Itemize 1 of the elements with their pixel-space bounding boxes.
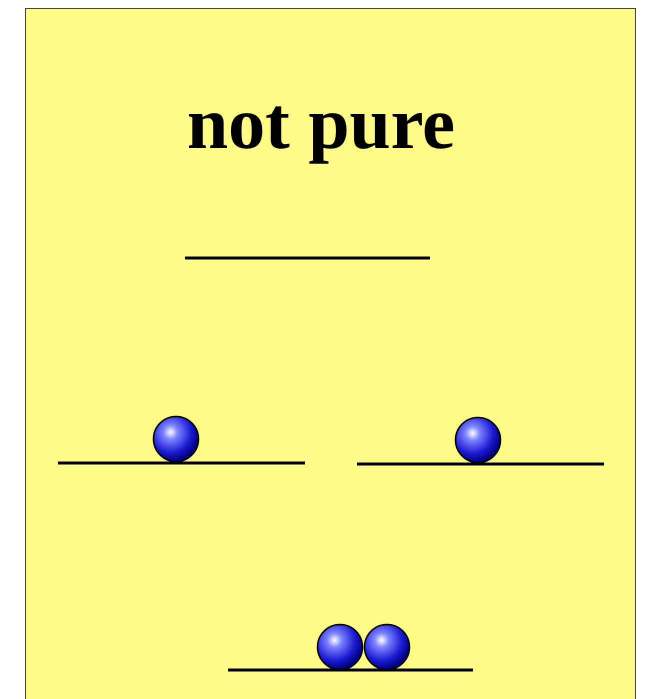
title: not pure: [186, 84, 456, 164]
